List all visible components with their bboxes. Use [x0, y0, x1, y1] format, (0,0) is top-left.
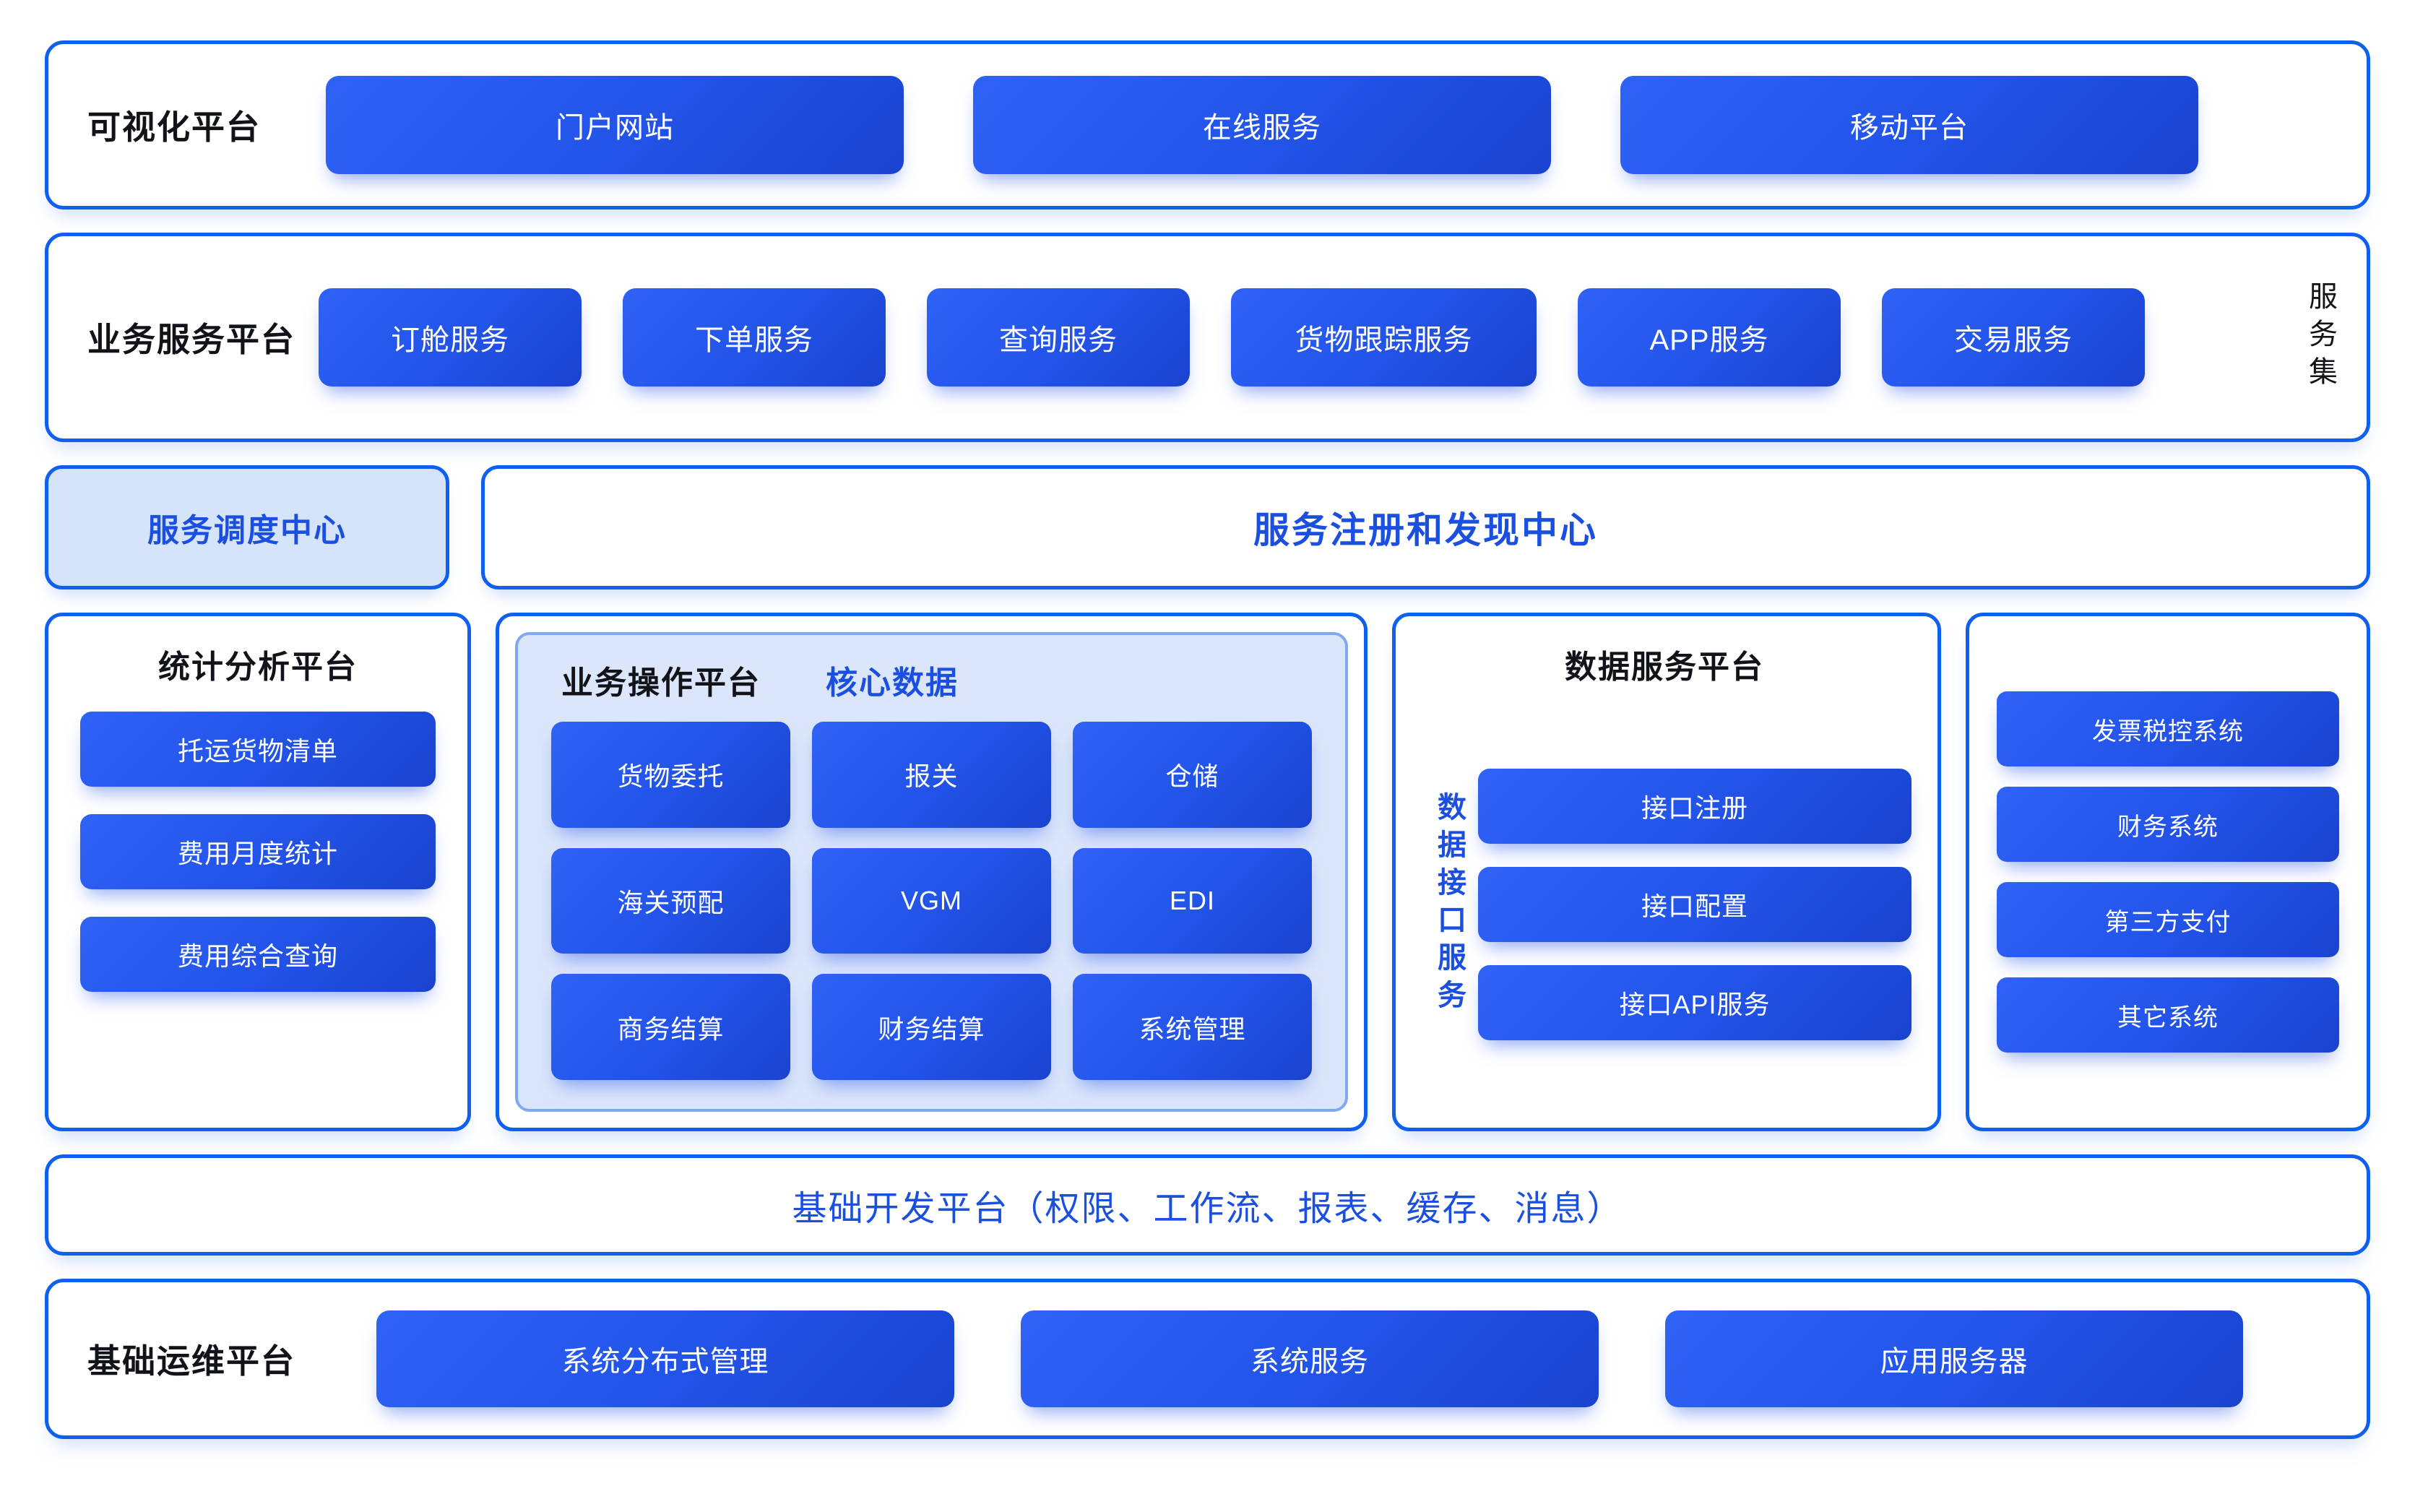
- btn-interface-registration[interactable]: 接口注册: [1478, 769, 1911, 844]
- business-operation-header: 业务操作平台 核心数据: [551, 657, 1312, 703]
- btn-finance-system[interactable]: 财务系统: [1997, 787, 2339, 862]
- btn-app-service[interactable]: APP服务: [1578, 288, 1841, 386]
- btn-mobile-platform[interactable]: 移动平台: [1620, 76, 2198, 174]
- business-service-platform-row: 业务服务平台 订舱服务 下单服务 查询服务 货物跟踪服务 APP服务 交易服务 …: [45, 233, 2370, 442]
- btn-monthly-fee-statistics[interactable]: 费用月度统计: [80, 814, 436, 889]
- btn-third-party-payment[interactable]: 第三方支付: [1997, 882, 2339, 957]
- business-operation-inner-panel: 业务操作平台 核心数据 货物委托 报关 仓储 海关预配 VGM EDI 商务结算…: [515, 632, 1348, 1112]
- data-service-platform-card: 数据服务平台 数据接口服务 接口注册 接口配置 接口API服务: [1392, 613, 1941, 1131]
- statistics-analysis-platform-title: 统计分析平台: [158, 649, 358, 685]
- visualization-platform-items: 门户网站 在线服务 移动平台: [326, 76, 2333, 174]
- btn-financial-settlement[interactable]: 财务结算: [812, 974, 1051, 1080]
- btn-order-service[interactable]: 下单服务: [623, 288, 886, 386]
- btn-invoice-tax-control-system[interactable]: 发票税控系统: [1997, 691, 2339, 766]
- business-service-platform-title: 业务服务平台: [87, 321, 295, 358]
- data-service-platform-title: 数据服务平台: [1565, 649, 1764, 685]
- statistics-items: 托运货物清单 费用月度统计 费用综合查询: [80, 712, 436, 992]
- btn-comprehensive-fee-query[interactable]: 费用综合查询: [80, 917, 436, 992]
- btn-interface-api-service[interactable]: 接口API服务: [1478, 965, 1911, 1040]
- btn-shipped-goods-list[interactable]: 托运货物清单: [80, 712, 436, 787]
- btn-online-service[interactable]: 在线服务: [973, 76, 1551, 174]
- data-service-body: 数据接口服务 接口注册 接口配置 接口API服务: [1417, 706, 1911, 1103]
- btn-system-service[interactable]: 系统服务: [1021, 1310, 1599, 1407]
- btn-commercial-settlement[interactable]: 商务结算: [551, 974, 790, 1080]
- business-service-items: 订舱服务 下单服务 查询服务 货物跟踪服务 APP服务 交易服务: [319, 288, 2281, 386]
- visualization-platform-title: 可视化平台: [87, 108, 261, 146]
- statistics-analysis-platform-card: 统计分析平台 托运货物清单 费用月度统计 费用综合查询: [45, 613, 471, 1131]
- btn-portal-website[interactable]: 门户网站: [326, 76, 904, 174]
- btn-query-service[interactable]: 查询服务: [927, 288, 1190, 386]
- btn-system-management[interactable]: 系统管理: [1073, 974, 1312, 1080]
- btn-transaction-service[interactable]: 交易服务: [1882, 288, 2145, 386]
- btn-vgm[interactable]: VGM: [812, 847, 1051, 954]
- service-set-vertical-label: 服务集: [2304, 281, 2336, 394]
- btn-customs-declaration[interactable]: 报关: [812, 722, 1051, 828]
- service-registry-row: 服务调度中心 服务注册和发现中心: [45, 465, 2370, 589]
- btn-cargo-tracking-service[interactable]: 货物跟踪服务: [1231, 288, 1537, 386]
- business-operation-items: 货物委托 报关 仓储 海关预配 VGM EDI 商务结算 财务结算 系统管理: [551, 722, 1312, 1080]
- service-dispatch-center-card[interactable]: 服务调度中心: [45, 465, 449, 589]
- data-interface-service-vertical-label: 数据接口服务: [1433, 792, 1465, 1017]
- external-systems-card: 发票税控系统 财务系统 第三方支付 其它系统: [1966, 613, 2370, 1131]
- base-development-platform-row: 基础开发平台（权限、工作流、报表、缓存、消息）: [45, 1154, 2370, 1256]
- btn-other-systems[interactable]: 其它系统: [1997, 977, 2339, 1053]
- base-operations-platform-title: 基础运维平台: [87, 1342, 295, 1380]
- core-data-label: 核心数据: [826, 665, 959, 701]
- btn-edi[interactable]: EDI: [1073, 847, 1312, 954]
- business-operation-platform-card: 业务操作平台 核心数据 货物委托 报关 仓储 海关预配 VGM EDI 商务结算…: [496, 613, 1368, 1131]
- btn-interface-configuration[interactable]: 接口配置: [1478, 867, 1911, 942]
- btn-application-server[interactable]: 应用服务器: [1665, 1310, 2243, 1407]
- btn-customs-pre-allocation[interactable]: 海关预配: [551, 847, 790, 954]
- visualization-platform-row: 可视化平台 门户网站 在线服务 移动平台: [45, 40, 2370, 209]
- base-operations-platform-row: 基础运维平台 系统分布式管理 系统服务 应用服务器: [45, 1279, 2370, 1439]
- btn-system-distributed-management[interactable]: 系统分布式管理: [376, 1310, 954, 1407]
- service-registry-discovery-center-card[interactable]: 服务注册和发现中心: [481, 465, 2370, 589]
- btn-cargo-entrustment[interactable]: 货物委托: [551, 722, 790, 828]
- business-operation-platform-title: 业务操作平台: [561, 665, 761, 701]
- base-development-platform-text: 基础开发平台（权限、工作流、报表、缓存、消息）: [792, 1190, 1623, 1228]
- data-service-items: 接口注册 接口配置 接口API服务: [1478, 706, 1911, 1103]
- external-systems-items: 发票税控系统 财务系统 第三方支付 其它系统: [1997, 636, 2339, 1107]
- base-operations-items: 系统分布式管理 系统服务 应用服务器: [376, 1310, 2333, 1407]
- platforms-row: 统计分析平台 托运货物清单 费用月度统计 费用综合查询 业务操作平台 核心数据 …: [45, 613, 2370, 1131]
- btn-booking-service[interactable]: 订舱服务: [319, 288, 582, 386]
- btn-warehousing[interactable]: 仓储: [1073, 722, 1312, 828]
